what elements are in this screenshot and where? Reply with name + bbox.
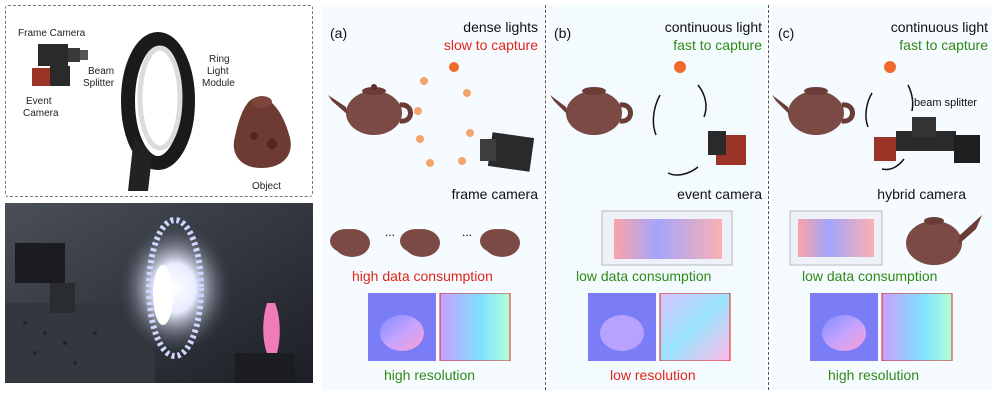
teapot-icon: [328, 84, 413, 135]
panel-b-camera: event camera: [677, 186, 762, 202]
panel-c-illustration: [772, 61, 980, 171]
panel-c: (c) continuous light fast to capture bea…: [772, 5, 992, 390]
ring-light-icon: [121, 32, 195, 191]
panel-a: (a) dense lights slow to capture frame c…: [322, 5, 544, 390]
object-label: Object: [252, 181, 281, 192]
camera-icon: [708, 131, 746, 165]
panel-b-tag: (b): [554, 25, 572, 41]
panel-c-data: low data consumption: [802, 268, 938, 284]
panel-b-head2: fast to capture: [673, 37, 762, 53]
panel-a-camera: frame camera: [451, 186, 538, 202]
normal-map-icon: [368, 293, 511, 361]
panel-b-illustration: [550, 61, 746, 176]
panel-a-illustration: [328, 62, 535, 172]
ring-label-3: Module: [202, 78, 235, 89]
camera-icon: [874, 117, 980, 163]
light-sun-icon: [674, 61, 686, 73]
ellipsis-2: ...: [462, 225, 473, 239]
event-camera-label-1: Event: [26, 96, 52, 107]
panel-c-head2: fast to capture: [899, 37, 988, 53]
beam-splitter-label-2: Splitter: [83, 78, 115, 89]
panel-b-resolution: low resolution: [610, 367, 696, 383]
teapot-icon: [772, 87, 855, 135]
camera-icon: [480, 132, 535, 172]
event-volume-icon: [601, 210, 733, 266]
object-icon: [233, 96, 291, 168]
light-sun-icon: [414, 62, 474, 167]
panel-c-tag: (c): [778, 25, 795, 41]
panel-a-data: high data consumption: [352, 268, 493, 284]
panel-a-teapot-sequence: [330, 229, 520, 257]
ring-label-1: Ring: [209, 54, 230, 65]
teapot-icon: [550, 87, 633, 135]
capture-rig-photo: [5, 203, 313, 383]
frame-camera-icon: [38, 44, 88, 66]
normal-map-icon: [810, 293, 953, 361]
panel-b: (b) continuous light fast to capture eve…: [548, 5, 766, 390]
normal-map-icon: [588, 293, 731, 361]
panel-separator-2: [768, 5, 769, 390]
panel-a-resolution: high resolution: [384, 367, 476, 383]
teapot-icon: [906, 215, 982, 265]
panel-b-head1: continuous light: [664, 19, 762, 35]
hardware-setup-panel: Frame Camera Beam Splitter Event Camera …: [5, 5, 313, 197]
panel-b-data: low data consumption: [576, 268, 712, 284]
light-sun-icon: [884, 61, 896, 73]
panel-c-head1: continuous light: [890, 19, 988, 35]
panel-separator-1: [545, 5, 546, 390]
event-volume-icon: [789, 210, 883, 266]
panel-c-resolution: high resolution: [828, 367, 920, 383]
panel-c-outputs: [789, 210, 982, 266]
beam-splitter-label: beam splitter: [914, 97, 977, 109]
panel-a-head1: dense lights: [463, 19, 538, 35]
panel-a-head2: slow to capture: [443, 37, 538, 53]
photo-image: [5, 203, 313, 383]
ellipsis-1: ...: [385, 225, 396, 239]
cycle-arrow-icon: [652, 84, 707, 176]
panel-c-camera: hybrid camera: [877, 186, 966, 202]
cycle-arrow-icon: [865, 84, 914, 171]
ring-label-2: Light: [207, 66, 229, 77]
frame-camera-label: Frame Camera: [18, 28, 86, 39]
hardware-illustration: [32, 32, 291, 191]
panel-a-tag: (a): [330, 25, 348, 41]
event-camera-label-2: Camera: [23, 108, 59, 119]
event-camera-icon: [32, 66, 70, 86]
beam-splitter-label-1: Beam: [88, 66, 115, 77]
